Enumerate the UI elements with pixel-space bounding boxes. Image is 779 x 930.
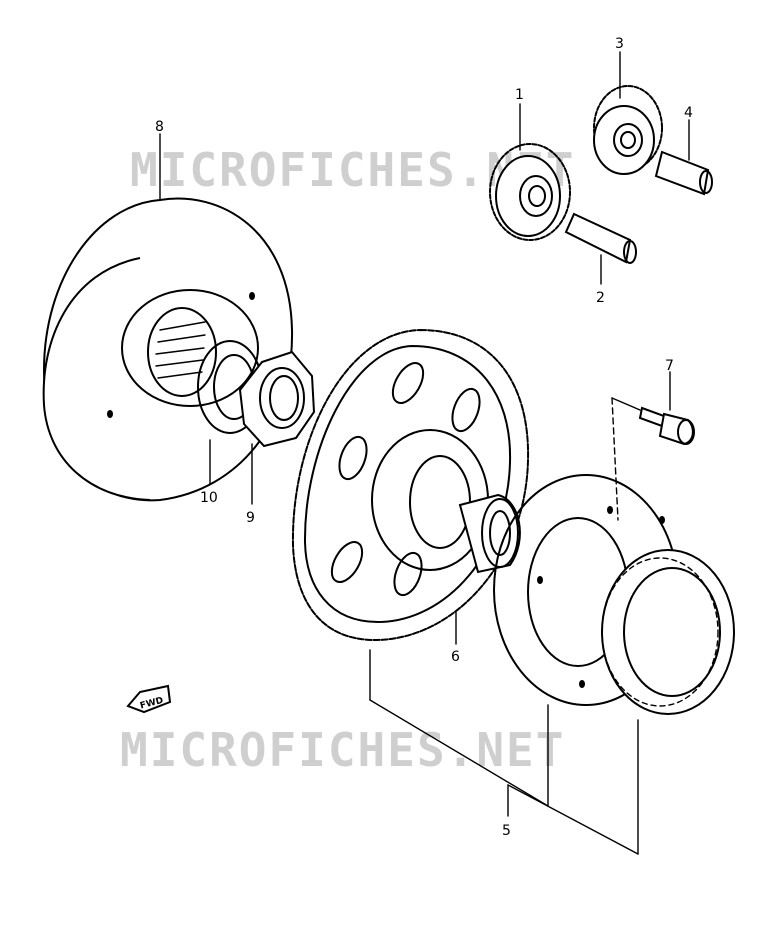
shaft-part-2 (564, 212, 637, 264)
callout-10: 10 (200, 490, 218, 506)
callout-9: 9 (246, 510, 255, 526)
callout-2: 2 (596, 290, 605, 306)
idle-gear-part-1 (489, 143, 571, 241)
leader-lines (159, 51, 690, 855)
callout-6: 6 (451, 649, 460, 665)
needle-bearing (458, 493, 521, 574)
callout-4: 4 (684, 105, 693, 121)
callout-7: 7 (665, 358, 674, 374)
fwd-arrow-icon: FWD (126, 684, 172, 714)
shaft-part-4 (654, 150, 713, 196)
driven-gear-part-6 (291, 329, 530, 641)
callout-5: 5 (502, 823, 511, 839)
one-way-clutch-assembly (493, 474, 735, 715)
bolt-part-7 (638, 406, 695, 446)
clutch-housing-part-8 (42, 197, 294, 502)
callout-1: 1 (515, 87, 524, 103)
callout-8: 8 (155, 119, 164, 135)
nut-part-9 (238, 350, 316, 448)
idle-gear-part-3 (593, 85, 663, 175)
callout-3: 3 (615, 36, 624, 52)
watermark-bottom: MICROFICHES.NET (120, 723, 565, 777)
